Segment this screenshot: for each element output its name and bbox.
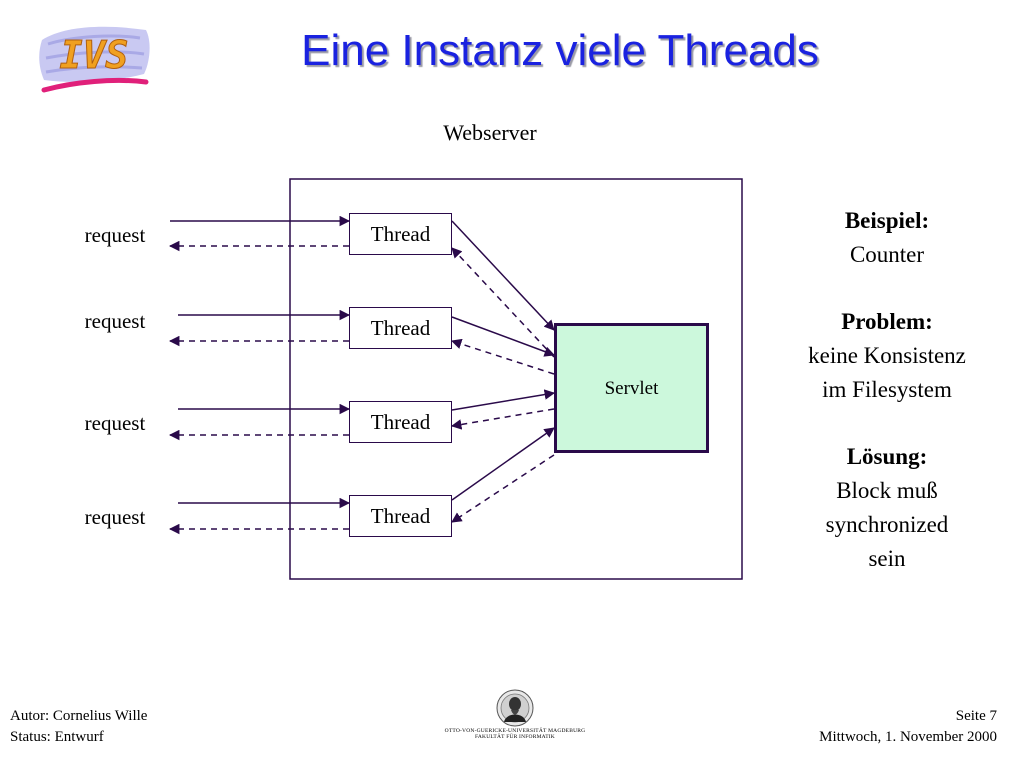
university-logo: OTTO-VON-GUERICKE-UNIVERSITÄT MAGDEBURG … xyxy=(440,688,590,740)
request-label-2: request xyxy=(84,309,146,333)
request-label-3: request xyxy=(84,411,146,435)
example-text: Counter xyxy=(849,242,925,267)
thread-box-4: Thread xyxy=(349,495,452,537)
faculty-name: FAKULTÄT FÜR INFORMATIK xyxy=(475,734,555,740)
problem-block: Problem: keine Konsistenz im Filesystem xyxy=(770,305,1004,407)
example-heading: Beispiel: xyxy=(844,208,930,233)
request-label-4: request xyxy=(84,505,146,529)
footer-right: Seite 7 Mittwoch, 1. November 2000 xyxy=(819,706,997,748)
info-panel: Beispiel: Counter Problem: keine Konsist… xyxy=(770,204,1004,609)
servlet-arrows xyxy=(450,220,556,523)
solution-heading: Lösung: xyxy=(846,444,928,469)
example-block: Beispiel: Counter xyxy=(770,204,1004,272)
ivs-logo: IVS xyxy=(39,26,150,93)
solution-line-3: sein xyxy=(868,546,906,571)
date-text: Mittwoch, 1. November 2000 xyxy=(819,729,997,745)
thread-call-2 xyxy=(451,316,555,357)
problem-line-1: keine Konsistenz xyxy=(808,343,966,368)
university-name: OTTO-VON-GUERICKE-UNIVERSITÄT MAGDEBURG xyxy=(444,728,586,734)
university-seal-icon xyxy=(496,689,534,727)
servlet-box: Servlet xyxy=(554,323,709,453)
thread-call-3 xyxy=(451,389,556,411)
author-text: Autor: Cornelius Wille xyxy=(10,708,148,724)
webserver-box xyxy=(289,178,743,580)
thread-box-1: Thread xyxy=(349,213,452,255)
solution-block: Lösung: Block muß synchronized sein xyxy=(770,440,1004,576)
thread-return-2 xyxy=(451,338,555,375)
solution-line-2: synchronized xyxy=(825,512,949,537)
thread-return-3 xyxy=(450,408,555,430)
thread-call-1 xyxy=(451,220,555,331)
page-number: Seite 7 xyxy=(955,708,997,724)
status-text: Status: Entwurf xyxy=(10,729,104,745)
thread-box-3: Thread xyxy=(349,401,452,443)
thread-box-2: Thread xyxy=(349,307,452,349)
solution-line-1: Block muß xyxy=(836,478,938,503)
thread-call-4 xyxy=(451,427,555,501)
request-label-1: request xyxy=(84,223,146,247)
problem-line-2: im Filesystem xyxy=(822,377,952,402)
problem-heading: Problem: xyxy=(841,309,933,334)
logo-text: IVS xyxy=(60,33,129,77)
webserver-label: Webserver xyxy=(443,120,537,145)
page-title: Eine Instanz viele Threads xyxy=(301,26,819,75)
footer-left: Autor: Cornelius Wille Status: Entwurf xyxy=(10,706,147,748)
thread-return-4 xyxy=(451,454,555,523)
thread-return-1 xyxy=(451,247,555,358)
request-arrows xyxy=(168,215,351,535)
